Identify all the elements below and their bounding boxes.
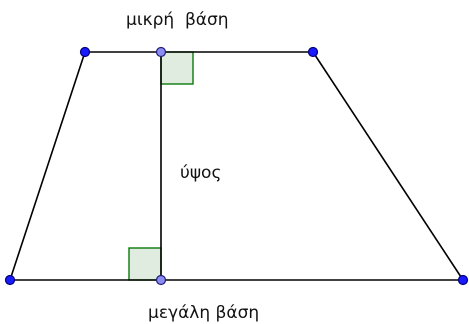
vertex-top-left bbox=[79, 46, 91, 58]
left-leg-edge bbox=[9, 51, 86, 281]
top-base-label: μικρή βάση bbox=[126, 10, 229, 30]
right-angle-marker-top bbox=[160, 51, 194, 85]
height-label: ύψος bbox=[180, 163, 221, 183]
vertex-top-right bbox=[307, 46, 319, 58]
bottom-base-label: μεγάλη βάση bbox=[148, 303, 259, 323]
right-angle-marker-bottom bbox=[128, 247, 162, 281]
vertex-bottom-left bbox=[4, 274, 16, 286]
vertex-bottom-right bbox=[457, 274, 469, 286]
height-top-point bbox=[155, 46, 167, 58]
right-leg-edge bbox=[312, 51, 464, 281]
height-foot-point bbox=[155, 274, 167, 286]
